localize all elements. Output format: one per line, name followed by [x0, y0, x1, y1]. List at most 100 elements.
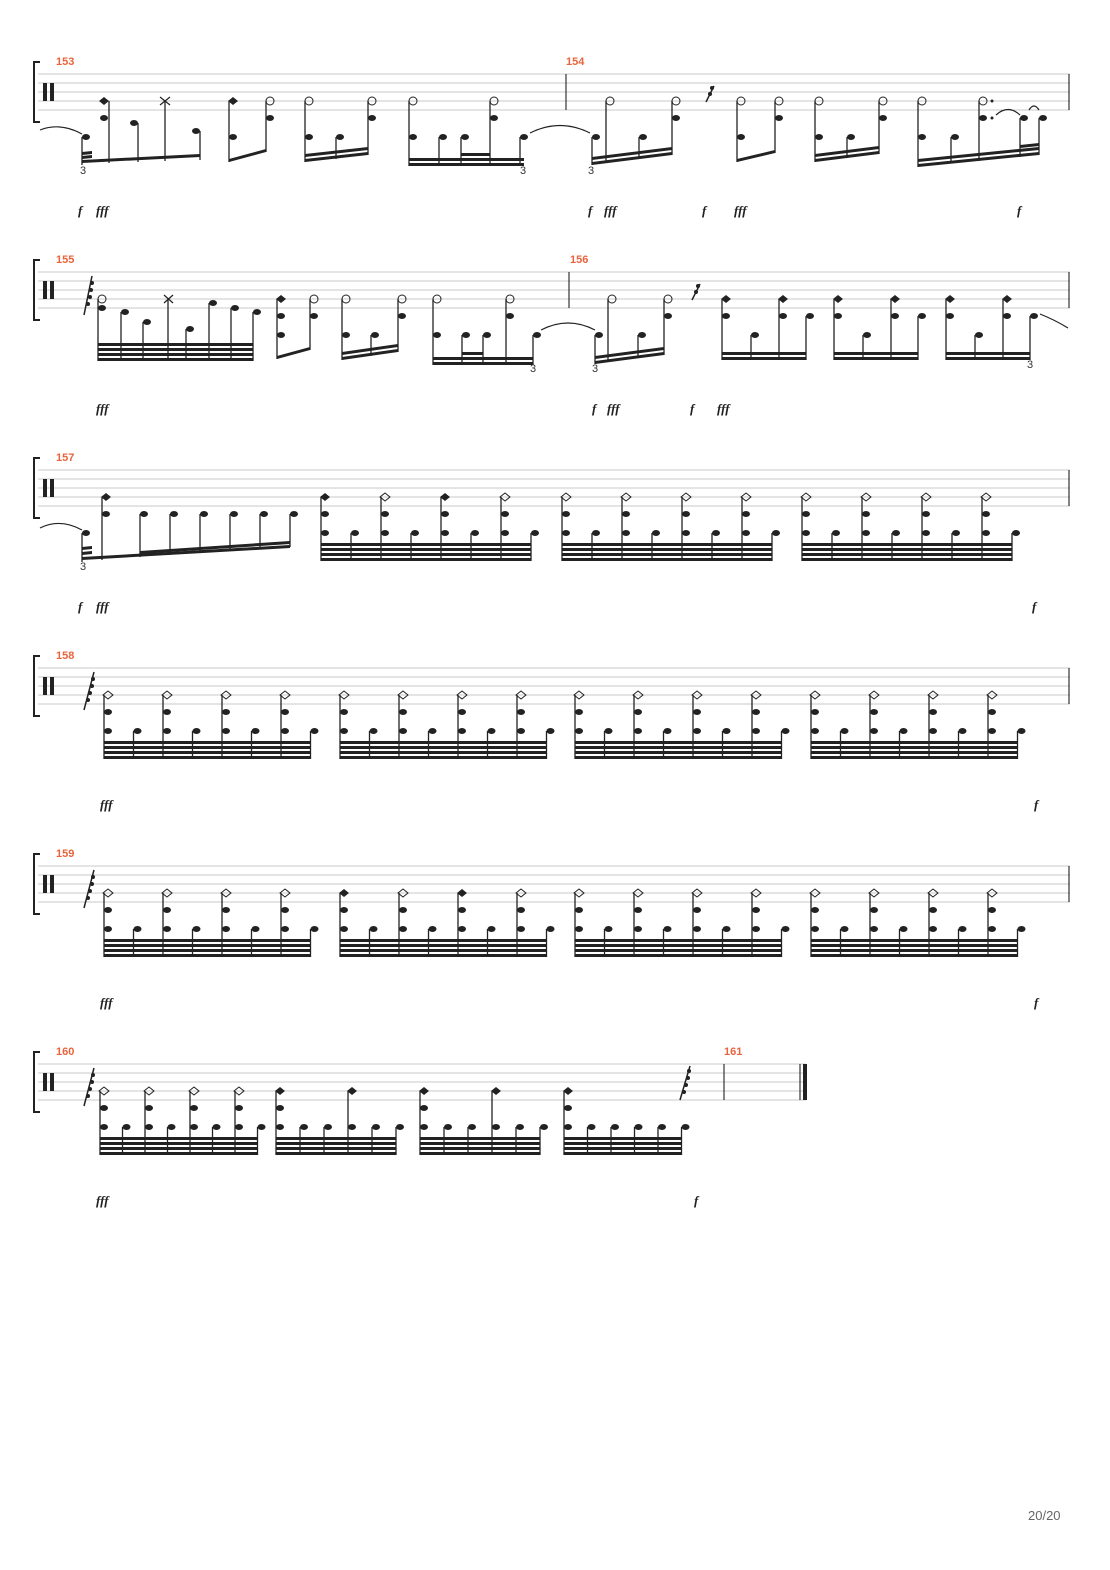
- cymbal-notehead: [800, 492, 812, 502]
- cymbal-notehead: [560, 492, 572, 502]
- snare-notehead: [622, 511, 630, 517]
- cymbal-notehead: [986, 888, 998, 898]
- note-group: [809, 888, 1026, 957]
- cymbal-notehead: [275, 1087, 285, 1095]
- beam: [811, 746, 1018, 749]
- kick-notehead: [575, 926, 583, 932]
- beam: [802, 548, 1012, 551]
- kick-notehead: [163, 728, 171, 734]
- kick-notehead: [811, 926, 819, 932]
- cymbal-notehead: [860, 492, 872, 502]
- kick-notehead: [310, 728, 319, 734]
- kick-notehead: [1017, 728, 1026, 734]
- cymbal-notehead: [102, 888, 114, 898]
- kick-notehead: [516, 1124, 524, 1130]
- kick-notehead: [369, 728, 378, 734]
- kick-notehead: [722, 728, 731, 734]
- beam: [340, 944, 547, 947]
- kick-notehead: [212, 1124, 221, 1130]
- beam: [811, 751, 1018, 754]
- kick-notehead: [540, 1124, 548, 1130]
- note-group: [338, 690, 555, 759]
- cymbal-notehead: [573, 888, 585, 898]
- kick-notehead: [611, 1124, 619, 1130]
- percussion-clef: [43, 479, 54, 497]
- kick-notehead: [1012, 530, 1020, 536]
- measure-number: 156: [570, 254, 588, 266]
- kick-notehead: [411, 530, 419, 536]
- beam: [811, 741, 1018, 744]
- kick-notehead: [870, 728, 878, 734]
- measure-number: 161: [724, 1046, 742, 1058]
- snare-notehead: [693, 709, 701, 715]
- note-group: [341, 294, 407, 360]
- cymbal-notehead: [379, 492, 391, 502]
- cymbal-notehead: [563, 1087, 573, 1095]
- svg-text:3: 3: [530, 363, 536, 375]
- percussion-clef: [43, 281, 54, 299]
- snare-notehead: [752, 907, 760, 913]
- kick-notehead: [781, 728, 790, 734]
- snare-notehead: [988, 709, 996, 715]
- kick-notehead: [899, 728, 908, 734]
- kick-notehead: [251, 926, 260, 932]
- svg-text:fff: fff: [96, 599, 110, 614]
- svg-text:fff: fff: [100, 995, 114, 1010]
- beam: [575, 939, 782, 942]
- kick-notehead: [840, 728, 849, 734]
- cymbal-notehead: [573, 690, 585, 700]
- beam: [104, 751, 311, 754]
- cymbal-notehead: [161, 888, 173, 898]
- page-number: 20/20: [1028, 1508, 1061, 1523]
- snare-notehead: [562, 511, 570, 517]
- cymbal-notehead: [868, 888, 880, 898]
- snare-notehead: [564, 1105, 572, 1111]
- note-group: 3: [39, 493, 298, 573]
- snare-notehead: [381, 511, 389, 517]
- kick-notehead: [420, 1124, 428, 1130]
- kick-notehead: [663, 926, 672, 932]
- svg-text:f: f: [1034, 797, 1040, 812]
- kick-notehead: [663, 728, 672, 734]
- note-row: [320, 492, 1020, 561]
- snare-notehead: [742, 511, 750, 517]
- kick-notehead: [712, 530, 720, 536]
- kick-notehead: [752, 926, 760, 932]
- kick-notehead: [752, 728, 760, 734]
- beam: [562, 553, 772, 556]
- snare-notehead: [982, 511, 990, 517]
- dynamics: f fff f: [78, 599, 1038, 614]
- kick-notehead: [163, 926, 171, 932]
- kick-notehead: [251, 728, 260, 734]
- kick-notehead: [145, 1124, 153, 1130]
- beam: [340, 949, 547, 952]
- kick-notehead: [892, 530, 900, 536]
- beam: [100, 1142, 258, 1145]
- staff-lines: [38, 469, 1070, 507]
- dynamics: fff f: [96, 1193, 700, 1208]
- cymbal-notehead: [143, 1086, 155, 1096]
- kick-notehead: [988, 728, 996, 734]
- svg-text:f: f: [690, 401, 696, 416]
- beam: [321, 553, 531, 556]
- note-row: [98, 1086, 690, 1155]
- cymbal-notehead: [397, 888, 409, 898]
- kick-notehead: [324, 1124, 332, 1130]
- kick-notehead: [399, 728, 407, 734]
- kick-notehead: [458, 926, 466, 932]
- beam: [575, 756, 782, 759]
- kick-notehead: [722, 926, 731, 932]
- svg-text:f: f: [1034, 995, 1040, 1010]
- system-5: 159 fff f: [33, 848, 1070, 1010]
- kick-notehead: [604, 728, 613, 734]
- note-group: [917, 96, 1047, 167]
- staff-lines: [38, 667, 1070, 705]
- cymbal-notehead: [347, 1087, 357, 1095]
- beam: [420, 1152, 540, 1155]
- cymbal-notehead: [397, 690, 409, 700]
- cymbal-notehead: [102, 690, 114, 700]
- note-group: [721, 295, 814, 360]
- snare-notehead: [340, 709, 348, 715]
- beam: [562, 558, 772, 561]
- cymbal-notehead: [632, 690, 644, 700]
